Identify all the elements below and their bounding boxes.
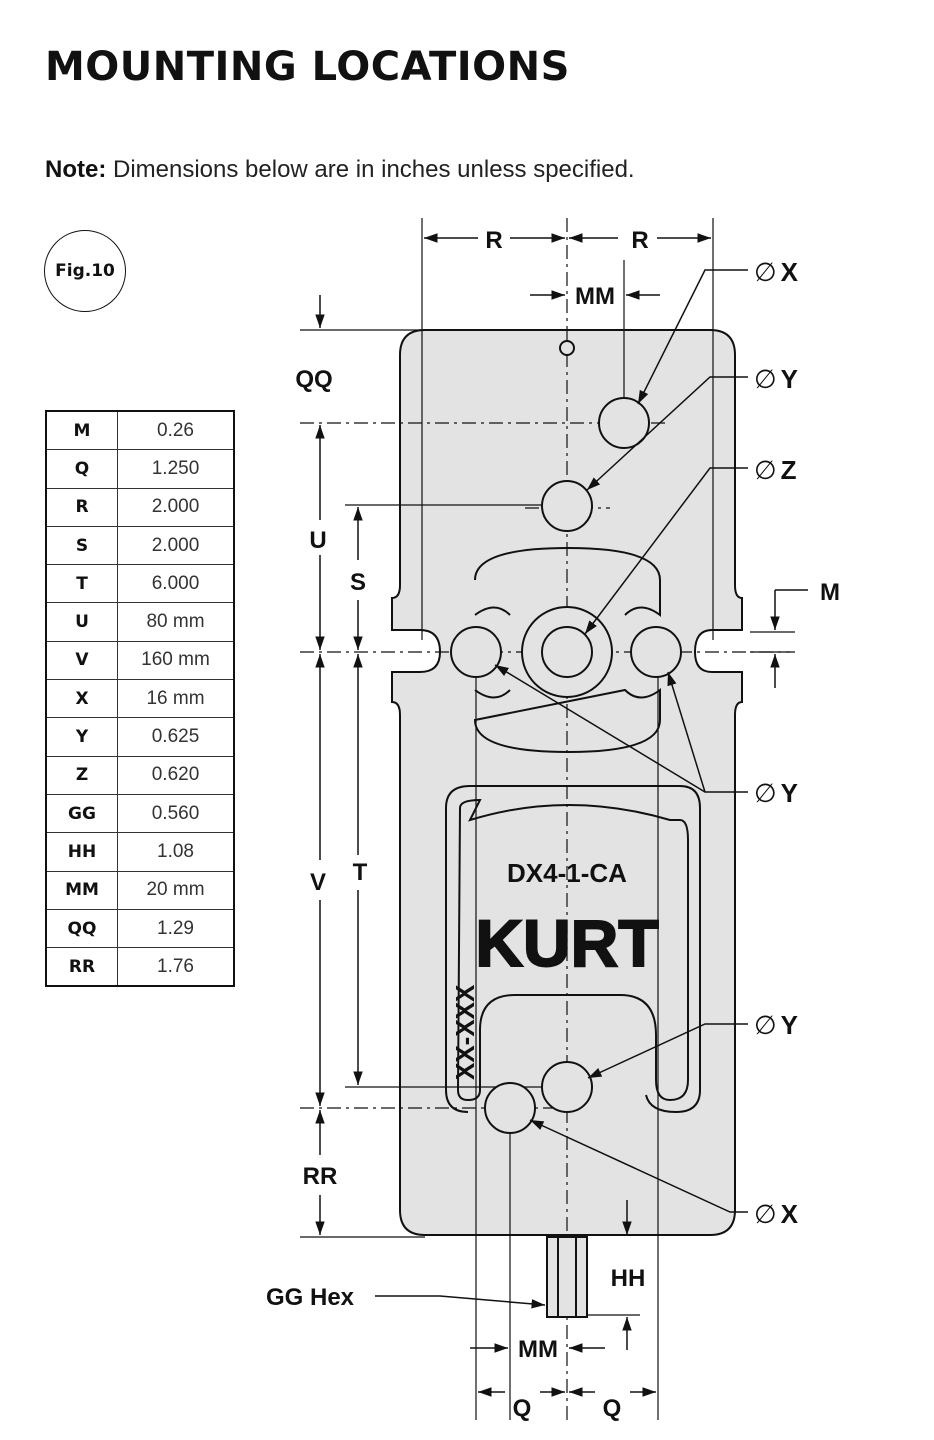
dimension-value: 6.000 bbox=[117, 564, 235, 604]
label-q-right: Q bbox=[603, 1395, 622, 1422]
dimension-value: 0.625 bbox=[117, 717, 235, 757]
hole-y-left bbox=[450, 626, 502, 678]
part-number: DX4-1-CA bbox=[507, 858, 627, 888]
small-top-hole bbox=[559, 340, 575, 356]
callout-x-bottom: ∅X bbox=[754, 1199, 799, 1229]
dimension-key: Z bbox=[45, 755, 118, 795]
dimension-key: RR bbox=[45, 947, 118, 987]
callout-z: ∅Z bbox=[754, 455, 797, 485]
page-title: MOUNTING LOCATIONS bbox=[45, 44, 570, 90]
dimension-key: X bbox=[45, 679, 118, 719]
dimension-value: 2.000 bbox=[117, 525, 235, 566]
callout-y-top: ∅Y bbox=[754, 364, 798, 394]
label-t: T bbox=[353, 859, 368, 886]
dimension-value: 1.250 bbox=[117, 449, 235, 489]
dimension-key: S bbox=[45, 525, 118, 566]
note-text: Dimensions below are in inches unless sp… bbox=[106, 156, 635, 183]
dimension-value: 1.76 bbox=[117, 947, 235, 987]
dimension-value: 2.000 bbox=[117, 487, 235, 527]
hole-x-top bbox=[598, 397, 650, 449]
callout-y-middle: ∅Y bbox=[754, 778, 798, 808]
label-u: U bbox=[309, 527, 326, 554]
note-label: Note: bbox=[45, 156, 107, 183]
label-s: S bbox=[350, 569, 366, 596]
dimension-note: Note: Dimensions below are in inches unl… bbox=[45, 156, 635, 184]
label-mm-bottom: MM bbox=[518, 1336, 558, 1363]
dimension-value: 1.29 bbox=[117, 908, 235, 949]
label-qq: QQ bbox=[295, 366, 332, 393]
callout-x-top: ∅X bbox=[754, 257, 799, 287]
dimension-key: HH bbox=[45, 832, 118, 872]
label-hh: HH bbox=[611, 1265, 646, 1292]
dimension-value: 0.560 bbox=[117, 793, 235, 834]
label-rr: RR bbox=[303, 1163, 338, 1190]
hole-z-inner bbox=[541, 626, 593, 678]
leader-lines bbox=[375, 269, 748, 1309]
hole-y-top bbox=[541, 480, 593, 532]
label-gg-hex: GG Hex bbox=[266, 1284, 355, 1311]
figure-label: Fig.10 bbox=[44, 230, 126, 312]
label-mm-top: MM bbox=[575, 283, 615, 310]
label-v: V bbox=[310, 869, 326, 896]
brand-logo-text: KURT bbox=[475, 906, 658, 980]
label-r-left: R bbox=[485, 227, 502, 254]
label-q-left: Q bbox=[513, 1395, 532, 1422]
dimension-value: 160 mm bbox=[117, 640, 235, 681]
hole-x-bottom bbox=[484, 1082, 536, 1134]
dimension-key: V bbox=[45, 640, 118, 681]
dimension-value: 20 mm bbox=[117, 870, 235, 910]
dimension-key: T bbox=[45, 564, 118, 604]
mounting-holes bbox=[450, 340, 682, 1134]
callout-y-bottom: ∅Y bbox=[754, 1010, 798, 1040]
label-r-right: R bbox=[631, 227, 648, 254]
hole-y-right bbox=[630, 626, 682, 678]
dimension-value: 80 mm bbox=[117, 602, 235, 642]
hole-y-bottom bbox=[541, 1061, 593, 1113]
plate-features bbox=[445, 546, 701, 1114]
dimension-value: 1.08 bbox=[117, 832, 235, 872]
extension-lines bbox=[300, 218, 795, 1420]
serial-number: XX-XXX bbox=[450, 984, 480, 1080]
hex-shaft bbox=[546, 1236, 588, 1318]
dimension-lines bbox=[315, 233, 808, 1397]
label-m: M bbox=[820, 579, 840, 606]
dimension-key: QQ bbox=[45, 908, 118, 949]
dimension-key: MM bbox=[45, 870, 118, 910]
vise-plate bbox=[391, 329, 743, 1236]
